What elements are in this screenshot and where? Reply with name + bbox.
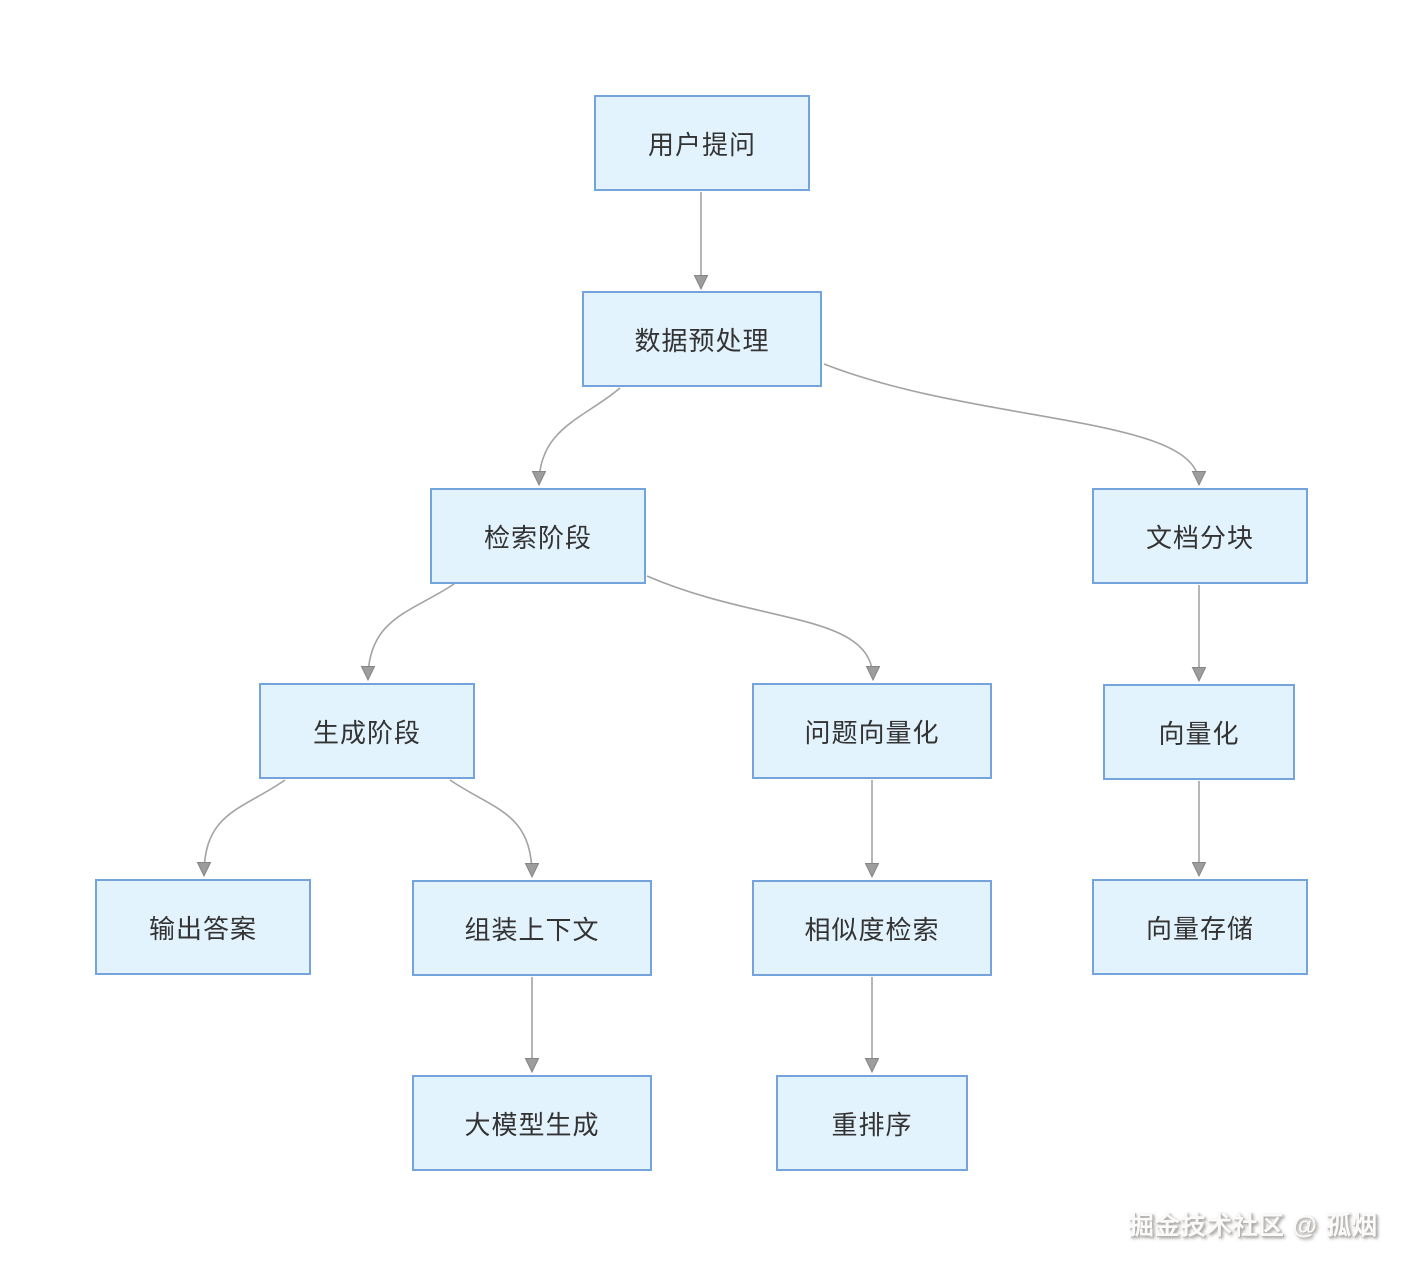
edge-data-preprocessing-to-retrieval-stage: [539, 387, 621, 484]
node-assemble-context[interactable]: 组装上下文: [412, 880, 652, 976]
node-label: 重排序: [831, 1109, 913, 1140]
node-retrieval-stage[interactable]: 检索阶段: [430, 488, 646, 584]
watermark: 掘金技术社区 @ 孤烟: [1128, 1212, 1378, 1240]
node-label: 向量存储: [1145, 913, 1254, 944]
node-output-answer[interactable]: 输出答案: [95, 879, 311, 975]
edge-data-preprocessing-to-document-chunking: [823, 363, 1199, 484]
node-user-question[interactable]: 用户提问: [594, 95, 810, 191]
node-label: 用户提问: [647, 129, 756, 160]
edge-retrieval-stage-to-question-vectorization: [646, 575, 873, 679]
node-label: 输出答案: [148, 913, 257, 944]
node-label: 相似度检索: [804, 914, 940, 945]
node-llm-generation[interactable]: 大模型生成: [412, 1075, 652, 1171]
node-generation-stage[interactable]: 生成阶段: [259, 683, 475, 779]
node-label: 组装上下文: [464, 914, 600, 945]
edge-generation-stage-to-assemble-context: [449, 779, 532, 876]
node-label: 检索阶段: [483, 522, 592, 553]
node-question-vectorization[interactable]: 问题向量化: [752, 683, 992, 779]
node-label: 问题向量化: [804, 717, 940, 748]
edge-retrieval-stage-to-generation-stage: [368, 583, 455, 679]
edge-generation-stage-to-output-answer: [204, 779, 286, 875]
node-label: 大模型生成: [464, 1109, 600, 1140]
node-vectorization[interactable]: 向量化: [1103, 684, 1295, 780]
node-label: 生成阶段: [312, 717, 421, 748]
node-vector-storage[interactable]: 向量存储: [1092, 879, 1308, 975]
node-label: 文档分块: [1145, 522, 1254, 553]
node-document-chunking[interactable]: 文档分块: [1092, 488, 1308, 584]
node-similarity-search[interactable]: 相似度检索: [752, 880, 992, 976]
node-label: 数据预处理: [634, 325, 770, 356]
node-data-preprocessing[interactable]: 数据预处理: [582, 291, 822, 387]
node-reranking[interactable]: 重排序: [776, 1075, 968, 1171]
node-label: 向量化: [1158, 718, 1240, 749]
